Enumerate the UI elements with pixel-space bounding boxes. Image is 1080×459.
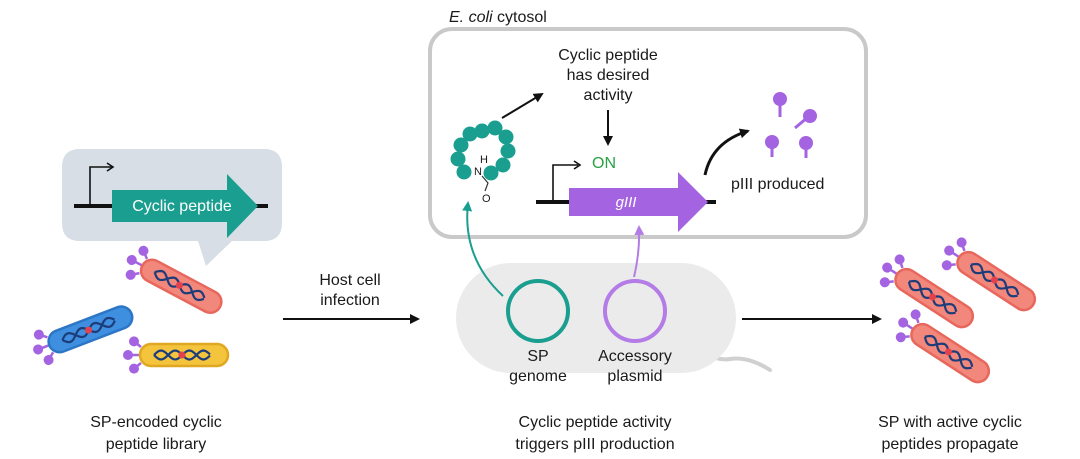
cyclic-peptide-molecule: H N O: [450, 120, 516, 205]
accessory-line-2: plasmid: [607, 368, 662, 385]
arrow-plasmid-to-giii: [633, 225, 645, 278]
caption-right-line-1: SP with active cyclic: [878, 414, 1022, 431]
giii-construct: gIII ON: [536, 155, 716, 232]
cytosol-box: [428, 27, 868, 239]
residue-bead: [495, 157, 511, 173]
activity-line-2: has desired: [567, 67, 650, 84]
piii-protein: [765, 135, 779, 157]
sp-genome-circle: [506, 279, 570, 343]
residue-bead: [498, 129, 514, 145]
caption-middle-line-2: triggers pIII production: [515, 436, 674, 453]
phage-library: [33, 245, 230, 374]
residue-bead: [450, 151, 466, 167]
accessory-line-1: Accessory: [598, 348, 672, 365]
caption-left-line-2: peptide library: [106, 436, 207, 453]
activity-line-3: activity: [584, 87, 633, 104]
arrow-to-piii: [703, 128, 750, 176]
phage-particle: [879, 254, 975, 329]
amide-bond: [481, 175, 489, 192]
giii-gene-arrow: [569, 172, 708, 232]
piii-produced-label: pIII produced: [731, 176, 824, 193]
piii-protein: [773, 92, 787, 117]
on-label: ON: [592, 155, 616, 172]
phage-particle: [941, 237, 1037, 312]
residue-bead: [456, 164, 472, 180]
bubble-promoter-tip: [106, 162, 115, 172]
bubble-promoter: [89, 166, 112, 206]
accessory-plasmid-circle: [603, 279, 667, 343]
arrow-genome-to-peptide: [462, 201, 504, 297]
giii-promoter-tip: [573, 160, 582, 170]
activity-text: Cyclic peptide has desired activity: [558, 47, 658, 104]
residue-bead: [500, 143, 516, 159]
cytosol-title-rest: cytosol: [493, 9, 547, 26]
cytosol-title: E. coli cytosol: [449, 9, 547, 26]
speech-bubble: Cyclic peptide: [62, 149, 282, 266]
phage-particle: [125, 245, 223, 315]
caption-middle-line-1: Cyclic peptide activity: [519, 414, 672, 431]
atom-o: O: [482, 193, 491, 205]
cytosol-panel: E. coli cytosol: [428, 9, 868, 239]
residue-bead: [483, 165, 499, 181]
cyclic-peptide-gene-arrow: [112, 174, 258, 238]
cyclic-peptide-gene-label: Cyclic peptide: [132, 198, 232, 215]
phage-particle: [123, 336, 230, 374]
atom-h: H: [480, 154, 488, 166]
sp-genome-line-2: genome: [509, 368, 567, 385]
atom-n: N: [474, 166, 482, 178]
caption-left-line-1: SP-encoded cyclic: [90, 414, 222, 431]
residue-bead: [453, 137, 469, 153]
giii-gene-label: gIII: [616, 194, 637, 211]
residue-bead: [474, 123, 490, 139]
infection-line-2: infection: [320, 292, 380, 309]
sp-genome-line-1: SP: [527, 348, 548, 365]
host-cell-body: [456, 263, 736, 373]
arrow-molecule-to-activity: [501, 92, 544, 119]
cytosol-title-italic: E. coli: [449, 9, 493, 26]
phage-particle: [33, 305, 134, 366]
piii-protein: [799, 136, 813, 158]
residue-bead: [462, 126, 478, 142]
piii-proteins: [765, 92, 817, 158]
giii-promoter: [552, 164, 578, 202]
infection-line-1: Host cell: [319, 272, 380, 289]
activity-line-1: Cyclic peptide: [558, 47, 658, 64]
host-cell: SP genome Accessory plasmid: [456, 263, 772, 385]
caption-right-line-2: peptides propagate: [882, 436, 1019, 453]
propagated-phages: [879, 237, 1037, 384]
piii-protein: [794, 109, 817, 130]
phage-particle: [895, 309, 991, 384]
residue-bead: [487, 120, 503, 136]
